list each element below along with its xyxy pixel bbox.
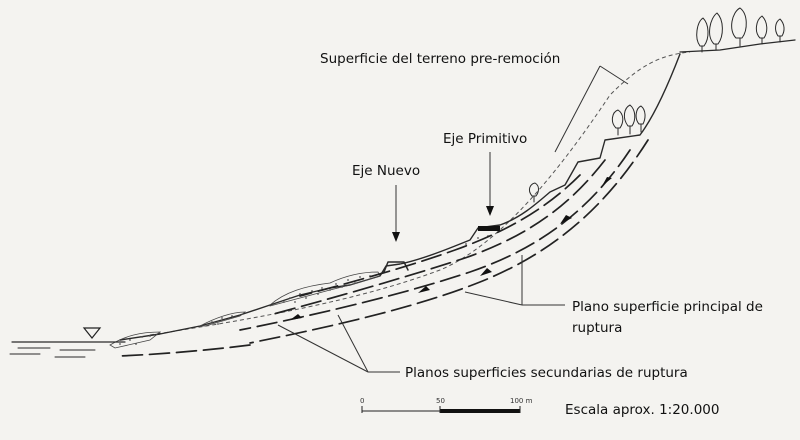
water-level-triangle-icon [82, 327, 102, 339]
pre-removal-surface-line [149, 51, 691, 336]
arrow-icon [560, 215, 572, 224]
scale-tick-50: 50 [436, 397, 445, 405]
hilltop-trees [679, 7, 796, 53]
tree-icon [528, 182, 539, 203]
tree-icon [731, 7, 747, 47]
tree-icon [696, 17, 709, 53]
water-body [9, 327, 126, 358]
tree-icon [709, 12, 723, 51]
debris-deposits [109, 235, 489, 349]
scale-bar: 0 50 100 m [360, 397, 533, 413]
rupture-planes [119, 139, 649, 357]
scale-tick-100: 100 m [510, 397, 533, 405]
slope-trees [528, 104, 646, 203]
arrow-icon [418, 286, 430, 293]
main-rupture-plane-label-line1: Plano superficie principal de [572, 299, 763, 315]
arrow-icon [602, 177, 612, 186]
tree-icon [755, 15, 768, 45]
tree-icon [611, 109, 624, 136]
scale-label: Escala aprox. 1:20.000 [565, 402, 719, 418]
secondary-rupture-planes-label: Planos superficies secundarias de ruptur… [405, 365, 688, 381]
current-slope-surface [119, 53, 681, 341]
slip-arrows [290, 177, 612, 320]
tree-icon [623, 104, 636, 135]
tree-icon [635, 105, 646, 133]
tree-icon [775, 18, 785, 43]
leader-lines [277, 65, 629, 373]
scale-tick-0: 0 [360, 397, 364, 405]
eje-nuevo-label: Eje Nuevo [352, 163, 420, 179]
main-rupture-plane-label-line2: ruptura [572, 320, 622, 336]
old-road-axis [478, 226, 500, 231]
arrow-icon [290, 314, 302, 320]
eje-primitivo-label: Eje Primitivo [443, 131, 527, 147]
pre-removal-surface-label: Superficie del terreno pre-remoción [320, 51, 560, 67]
arrow-icon [480, 268, 492, 276]
